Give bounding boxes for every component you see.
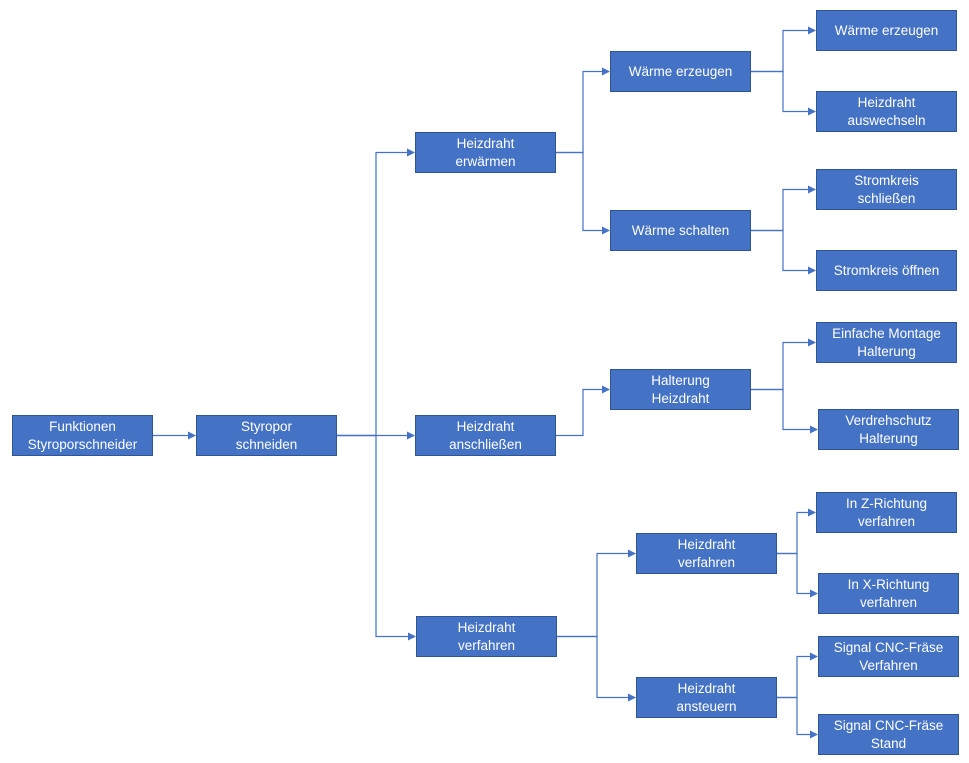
connector-arrow [751, 70, 816, 116]
connector-arrow [337, 148, 415, 437]
node-einfache-montage-halterung: Einfache Montage Halterung [816, 322, 957, 363]
node-wärme-erzeugen: Wärme erzeugen [816, 10, 957, 51]
connector-arrow [556, 151, 610, 235]
connector-arrow [557, 549, 636, 638]
connector-arrow [557, 635, 636, 702]
node-stromkreis-schließen: Stromkreis schließen [816, 169, 957, 210]
node-heizdraht-verfahren: Heizdraht verfahren [636, 533, 777, 574]
connector-arrow [751, 338, 816, 391]
connector-arrow [751, 185, 816, 232]
connector-arrow [337, 434, 416, 641]
connector-arrow [777, 552, 818, 598]
connector-arrow [751, 229, 816, 275]
node-heizdraht-auswechseln: Heizdraht auswechseln [816, 91, 957, 132]
node-funktionen-styroporschneider: Funktionen Styroporschneider [12, 415, 153, 456]
connector-arrow [556, 67, 610, 154]
node-wärme-erzeugen: Wärme erzeugen [610, 51, 751, 92]
connector-arrow [751, 26, 816, 73]
connector-arrow [556, 385, 610, 437]
node-in-x-richtung-verfahren: In X-Richtung verfahren [818, 573, 959, 614]
connector-arrow [777, 508, 816, 555]
node-stromkreis-öffnen: Stromkreis öffnen [816, 250, 957, 291]
node-heizdraht-verfahren: Heizdraht verfahren [416, 616, 557, 657]
node-heizdraht-anschließen: Heizdraht anschließen [415, 415, 556, 456]
node-signal-cnc-fräse-stand: Signal CNC-Fräse Stand [818, 714, 959, 755]
node-styropor-schneiden: Styropor schneiden [196, 415, 337, 456]
node-wärme-schalten: Wärme schalten [610, 210, 751, 251]
node-heizdraht-ansteuern: Heizdraht ansteuern [636, 677, 777, 718]
connector-arrow [777, 696, 818, 739]
node-in-z-richtung-verfahren: In Z-Richtung verfahren [816, 492, 957, 533]
connector-arrow [777, 652, 818, 699]
node-verdrehschutz-halterung: Verdrehschutz Halterung [818, 409, 959, 450]
connector-arrow [751, 388, 818, 434]
node-halterung-heizdraht: Halterung Heizdraht [610, 369, 751, 410]
node-heizdraht-erwärmen: Heizdraht erwärmen [415, 132, 556, 173]
node-signal-cnc-fräse-verfahren: Signal CNC-Fräse Verfahren [818, 636, 959, 677]
